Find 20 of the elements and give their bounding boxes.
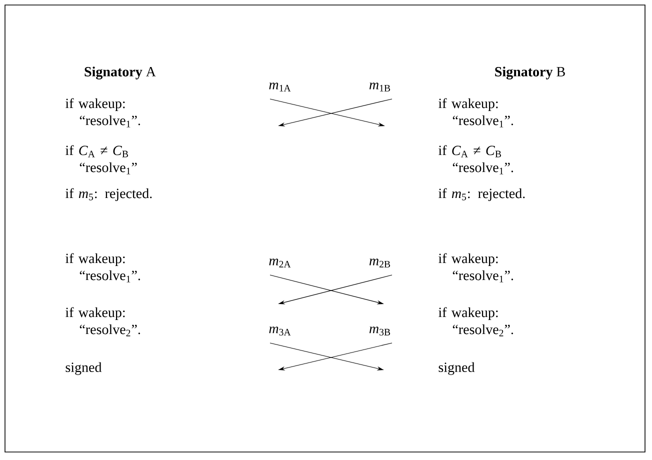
condition-text: if wakeup: “resolve$_{2}$”. <box>438 307 514 336</box>
condition-text: signed <box>438 362 475 375</box>
message-label: m$_{2A}$ <box>269 258 291 268</box>
condition-text: if wakeup: “resolve$_{1}$”. <box>438 253 514 282</box>
condition-text: if C$_{A}$ ≠ C$_{B}$ “resolve$_{1}$” <box>66 145 137 174</box>
column-heading: Signatory A <box>84 66 156 80</box>
message-label: m$_{1B}$ <box>369 82 390 92</box>
condition-text: if C$_{A}$ ≠ C$_{B}$ “resolve$_{1}$”. <box>438 145 514 174</box>
condition-text: if wakeup: “resolve$_{1}$”. <box>66 98 140 128</box>
message-label: m$_{1A}$ <box>269 82 291 92</box>
condition-text: signed <box>66 362 102 375</box>
message-label: m$_{2B}$ <box>369 258 390 268</box>
condition-text: if m$_{5}$: rejected. <box>438 188 525 202</box>
condition-text: if wakeup: “resolve$_{1}$”. <box>66 253 140 282</box>
condition-text: if wakeup: “resolve$_{1}$”. <box>438 98 514 128</box>
condition-text: if wakeup: “resolve$_{2}$”. <box>66 307 140 336</box>
message-label: m$_{3B}$ <box>369 326 390 336</box>
column-heading: Signatory B <box>495 66 565 80</box>
message-label: m$_{3A}$ <box>269 326 291 336</box>
condition-text: if m$_{5}$: rejected. <box>66 188 152 202</box>
